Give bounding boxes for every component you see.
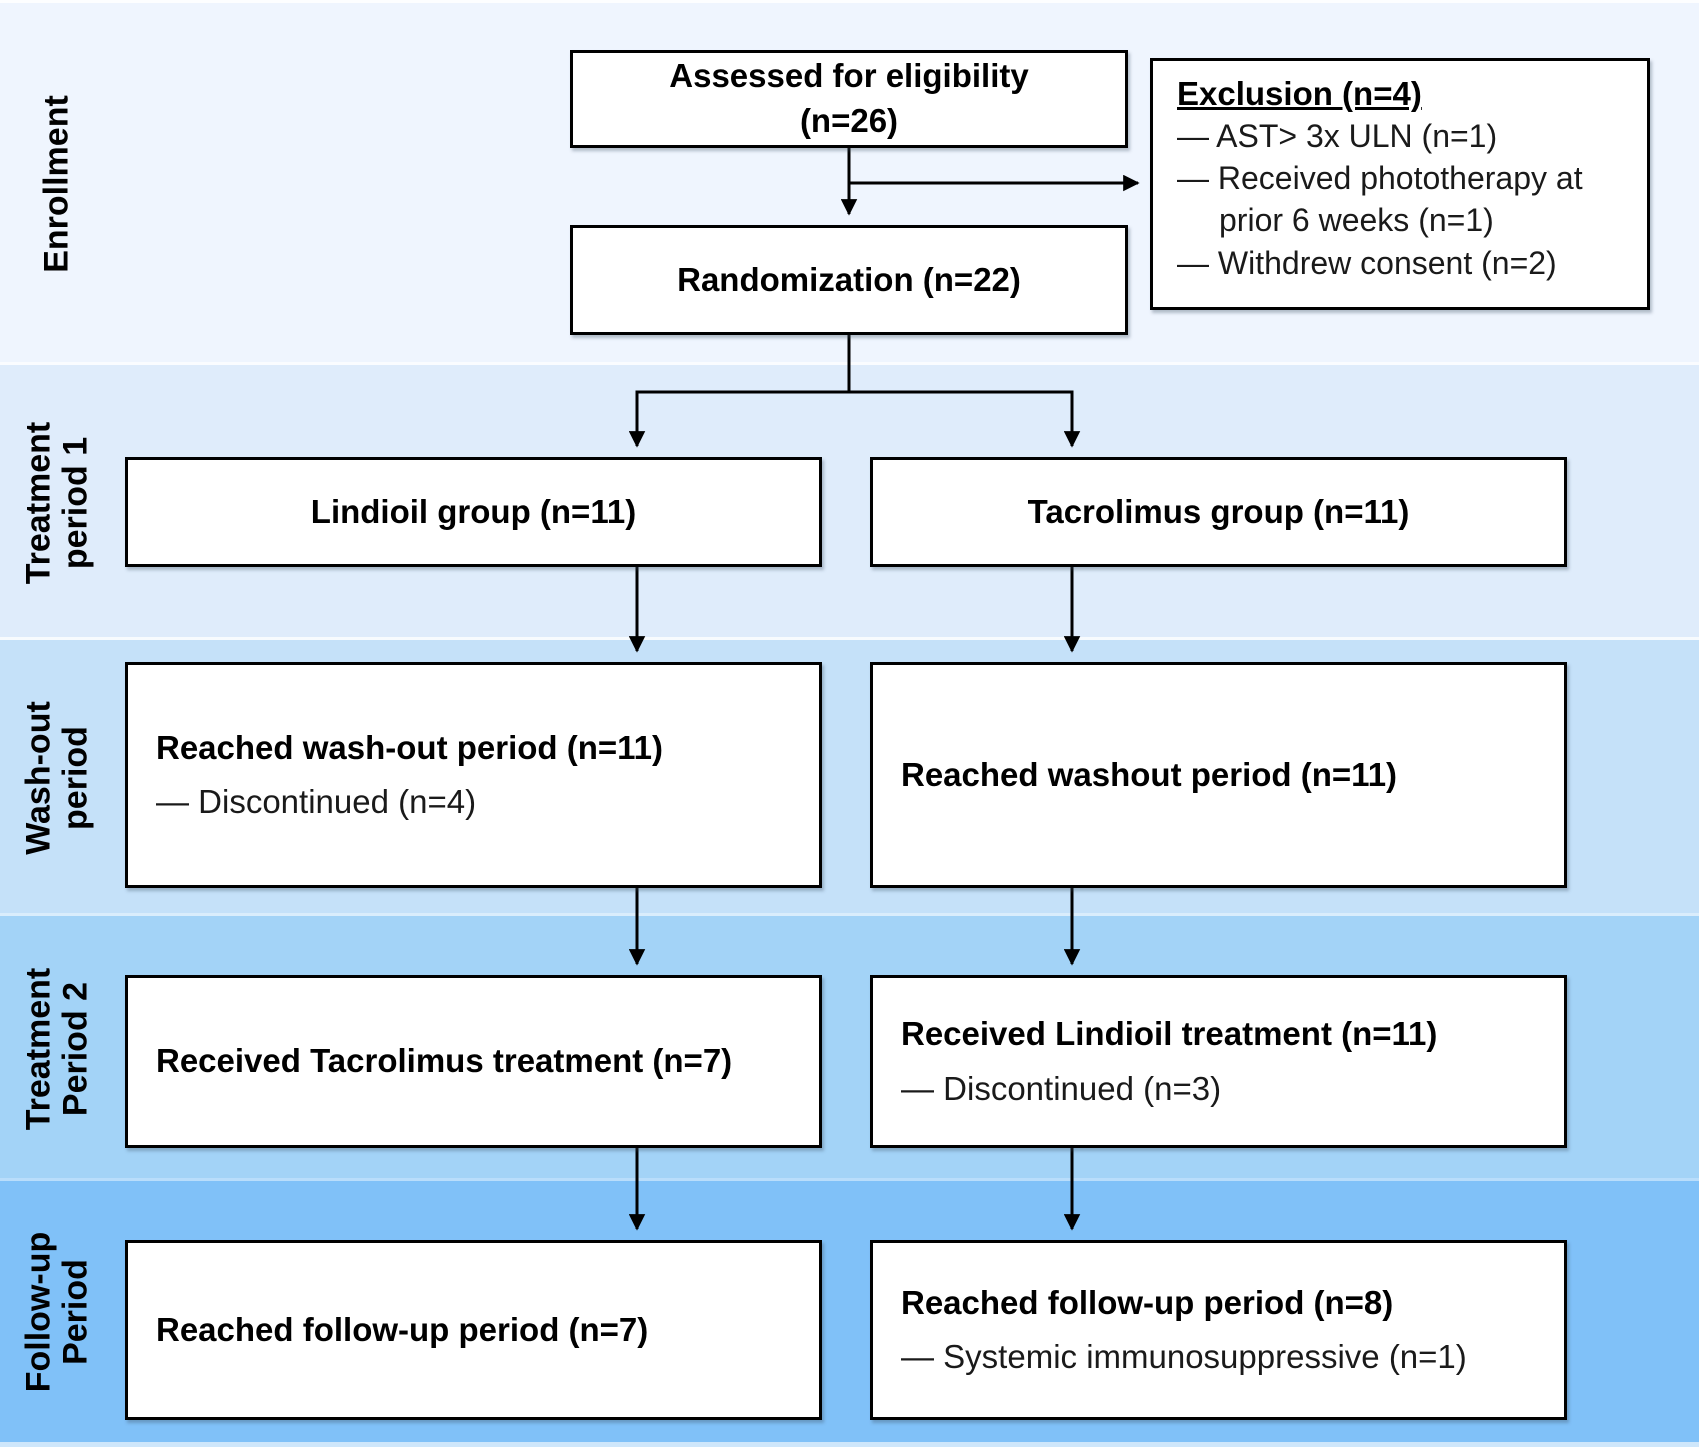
band-label-line: Treatment (19, 967, 58, 1130)
exclusion-item: — AST> 3x ULN (n=1) (1177, 118, 1498, 154)
band-label-enrollment: Enrollment (37, 95, 76, 273)
randomization-box: Randomization (n=22) (570, 225, 1128, 335)
band-label-follow-up-period: Follow-up Period (19, 1231, 94, 1392)
band-label-treatment-period-2: Treatment Period 2 (19, 967, 94, 1130)
band-label-wash-out-period: Wash-out period (19, 701, 94, 855)
exclusion-item: — Withdrew consent (n=2) (1177, 244, 1557, 281)
tacrolimus-group-box: Tacrolimus group (n=11) (870, 457, 1567, 567)
washout-tacrolimus-box: Reached washout period (n=11) (870, 662, 1567, 888)
followup-right-box: Reached follow-up period (n=8) — Systemi… (870, 1240, 1567, 1420)
received-lindioil-treatment-box: Received Lindioil treatment (n=11) — Dis… (870, 975, 1567, 1148)
band-label-line: Follow-up (19, 1231, 58, 1392)
band-label-line: Wash-out (19, 701, 58, 855)
box-sub-line: — Discontinued (n=3) (901, 1069, 1222, 1107)
box-text-line: Reached washout period (n=11) (901, 755, 1398, 793)
box-text-line: Received Lindioil treatment (n=11) (901, 1015, 1438, 1053)
band-label-treatment-period-1: Treatment period 1 (19, 421, 94, 584)
box-text-line: Randomization (n=22) (677, 260, 1021, 298)
box-text-line: Assessed for eligibility (669, 57, 1029, 95)
band-label-line: Treatment (19, 421, 58, 584)
box-text-line: Reached follow-up period (n=7) (156, 1310, 649, 1348)
assessed-for-eligibility-box: Assessed for eligibility (n=26) (570, 50, 1128, 148)
band-label-line: period (56, 726, 94, 830)
box-text-line: (n=26) (799, 102, 899, 139)
lindioil-group-box: Lindioil group (n=11) (125, 457, 822, 567)
band-label-line: period 1 (56, 436, 94, 569)
followup-left-box: Reached follow-up period (n=7) (125, 1240, 822, 1420)
box-text-line: Received Tacrolimus treatment (n=7) (156, 1042, 733, 1080)
box-text-line: Reached follow-up period (n=8) (901, 1283, 1394, 1321)
exclusion-box: Exclusion (n=4) — AST> 3x ULN (n=1) — Re… (1150, 58, 1650, 310)
box-sub-line: — Systemic immunosuppressive (n=1) (901, 1338, 1467, 1375)
exclusion-title: Exclusion (n=4) (1177, 75, 1422, 112)
box-text-line: Tacrolimus group (n=11) (1027, 492, 1410, 530)
band-label-line: Enrollment (37, 95, 76, 273)
received-tacrolimus-treatment-box: Received Tacrolimus treatment (n=7) (125, 975, 822, 1148)
band-label-line: Period 2 (56, 981, 94, 1116)
exclusion-item: — Received phototherapy at prior 6 weeks… (1177, 160, 1583, 239)
box-text-line: Lindioil group (n=11) (310, 492, 637, 530)
washout-lindioil-box: Reached wash-out period (n=11) — Discont… (125, 662, 822, 888)
box-text-line: Reached wash-out period (n=11) (156, 728, 664, 766)
box-sub-line: — Discontinued (n=4) (156, 783, 477, 820)
band-label-line: Period (56, 1258, 94, 1365)
